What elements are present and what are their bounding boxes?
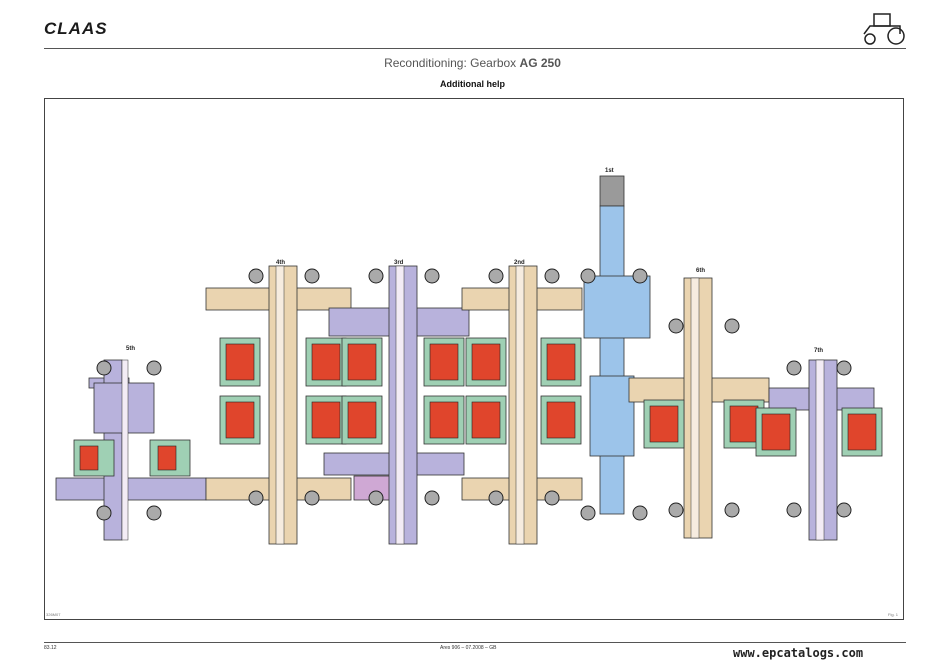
shaft-2nd <box>461 265 583 545</box>
tractor-icon <box>863 13 905 45</box>
doc-reference: Ares 906 – 07.2008 – GB <box>440 645 497 651</box>
website-link[interactable]: www.epcatalogs.com <box>733 646 864 660</box>
label-5th: 5th <box>126 346 135 352</box>
shaft-6th <box>628 277 770 539</box>
shaft-4th <box>205 265 352 545</box>
label-7th: 7th <box>814 348 823 354</box>
figure-code: 326M07 <box>46 612 61 617</box>
page-subtitle: Additional help <box>440 79 505 89</box>
label-2nd: 2nd <box>514 260 525 266</box>
footer-rule <box>44 642 906 643</box>
fig-label: Fig. 1 <box>888 612 899 617</box>
diagram-frame <box>44 98 904 620</box>
header-rule <box>44 48 906 49</box>
shaft-7th <box>755 359 883 541</box>
claas-logo: CLAAS <box>44 19 108 38</box>
label-6th: 6th <box>696 268 705 274</box>
shaft-1st <box>580 175 651 521</box>
label-4th: 4th <box>276 260 285 266</box>
page-number: 83.12 <box>44 645 57 651</box>
shaft-5th <box>55 359 207 541</box>
page-title: Reconditioning: Gearbox AG 250 <box>384 56 561 70</box>
shaft-3rd <box>323 265 470 545</box>
label-3rd: 3rd <box>394 260 404 266</box>
gearbox-diagram: 5th 4th 3rd 2nd 1st 6th 7th <box>55 168 883 545</box>
label-1st: 1st <box>605 168 614 174</box>
